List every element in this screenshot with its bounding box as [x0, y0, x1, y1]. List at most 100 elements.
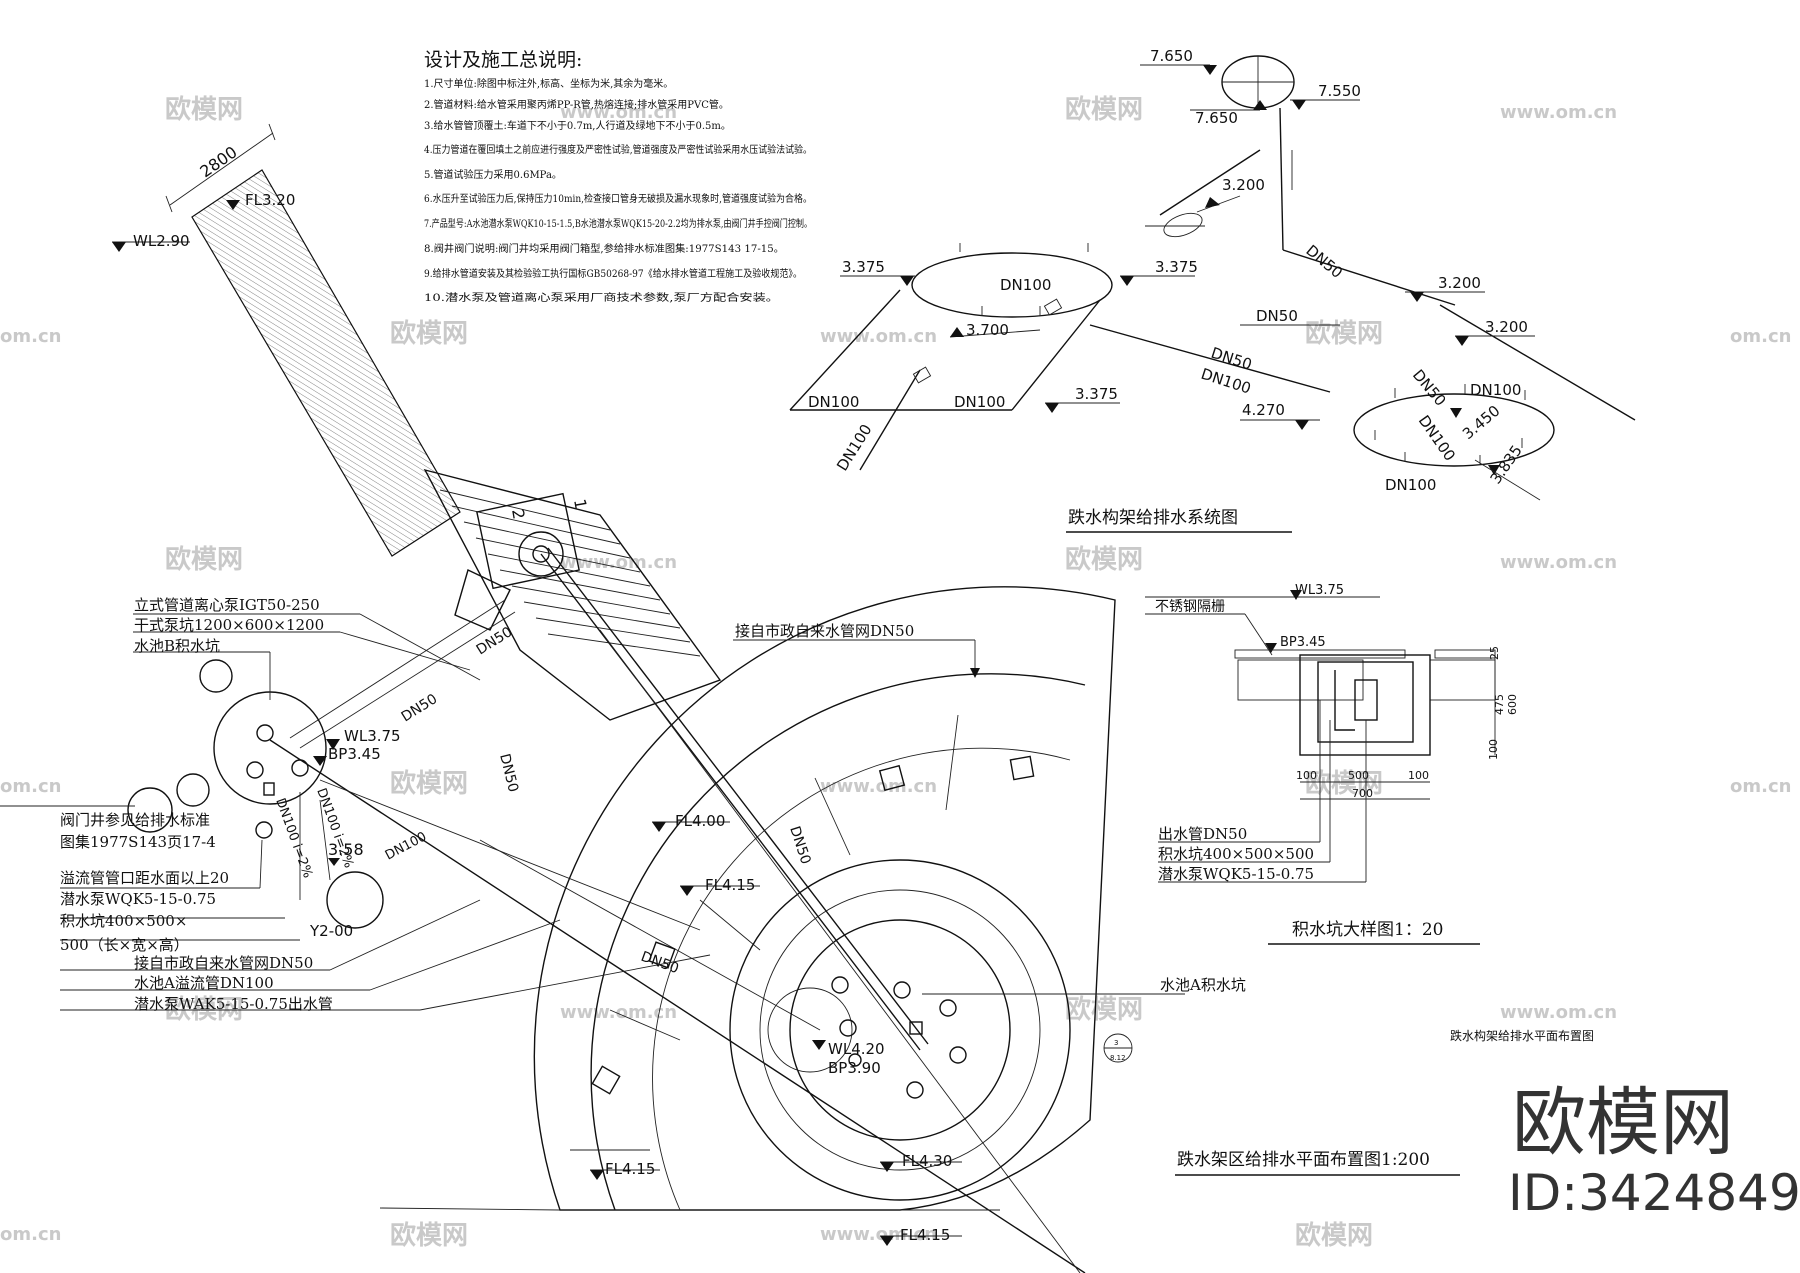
asset-id: ID:3424849 [1508, 1164, 1800, 1222]
dim-100: 100 [1296, 769, 1317, 782]
level-bp345: BP3.45 [328, 745, 381, 763]
pipe-dn50: DN50 [1302, 241, 1346, 282]
elev-7650: 7.650 [1150, 47, 1193, 65]
elev-3700: 3.700 [966, 321, 1009, 339]
watermark-text: 欧模网 [165, 94, 243, 125]
box-label-2: 2 [508, 507, 528, 520]
hatched-channel [191, 169, 461, 557]
y200-label: Y2-00 [309, 922, 353, 940]
watermark-url: om.cn [0, 776, 61, 797]
watermark-text: 欧模网 [1305, 318, 1383, 349]
pipe-dn100: DN100 [1415, 412, 1459, 464]
pipe-dn100: DN100 [954, 393, 1005, 411]
watermark-text: 欧模网 [390, 318, 468, 349]
level-bp390: BP3.90 [828, 1059, 881, 1077]
plan-caption: 跌水构架给排水平面布置图 [1450, 1028, 1594, 1043]
watermark-text: 欧模网 [1065, 544, 1143, 575]
watermark-url: om.cn [0, 326, 61, 347]
dim-475: 475 [1493, 694, 1506, 715]
system-title: 跌水构架给排水系统图 [1068, 508, 1238, 528]
section-number: 3 [1114, 1039, 1118, 1047]
level-wl375: WL3.75 [344, 727, 401, 745]
watermark-text: 欧模网 [165, 994, 243, 1025]
level-fl320: FL3.20 [245, 191, 295, 209]
watermark-url: www.om.cn [1500, 1002, 1617, 1023]
level-wl290: WL2.90 [133, 232, 190, 250]
dimension-line [169, 132, 274, 206]
dimension-2800: 2800 [196, 142, 240, 181]
watermark-text: 欧模网 [1065, 994, 1143, 1025]
pipe-label-dn100: DN100 i=2% [272, 796, 315, 880]
watermark-text: 欧模网 [390, 1220, 468, 1251]
pipe-label-dn100: DN100 [383, 829, 429, 863]
notes-title: 设计及施工总说明: [424, 49, 582, 71]
pool-a-outer [729, 859, 1071, 1201]
level-fl415: FL4.15 [605, 1160, 655, 1178]
watermark-layer: 欧模网 www.om.cn 欧模网 www.om.cn om.cn 欧模网 ww… [0, 94, 1791, 1251]
pipe-label-dn50: DN50 [496, 752, 521, 794]
pipe-dn100: DN100 [808, 393, 859, 411]
dim-100: 100 [1487, 739, 1500, 760]
watermark-url: om.cn [1730, 326, 1791, 347]
pump-circle [518, 531, 564, 577]
supply-pipe [540, 553, 921, 1051]
dim-600: 600 [1506, 694, 1519, 715]
level-fl415: FL4.15 [705, 876, 755, 894]
watermark-text: 欧模网 [1065, 94, 1143, 125]
watermark-url: www.om.cn [560, 552, 677, 573]
brand-logo-text: 欧模网 [1512, 1080, 1734, 1166]
dim-25: 25 [1488, 646, 1501, 660]
note-line: 3.给水管管顶覆土:车道下不小于0.7m,人行道及绿地下不小于0.5m。 [424, 119, 731, 132]
elev-7550: 7.550 [1318, 82, 1361, 100]
watermark-url: www.om.cn [820, 776, 937, 797]
pipe-dn100: DN100 [1385, 476, 1436, 494]
watermark-url: www.om.cn [560, 102, 677, 123]
elev-3375: 3.375 [1075, 385, 1118, 403]
sump-pit [1299, 654, 1431, 756]
plan-title: 跌水架区给排水平面布置图1:200 [1177, 1150, 1430, 1170]
detail-callout-pump: 潜水泵WQK5-15-0.75 [1158, 865, 1314, 883]
note-line: 8.阀井阀门说明:阀门井均采用阀门箱型,参给排水标准图集:1977S143 17… [424, 242, 784, 255]
pipe-label-dn50: DN50 [639, 949, 681, 977]
callout-standard-atlas: 图集1977S143页17-4 [60, 833, 216, 851]
dim-700: 700 [1352, 787, 1373, 800]
note-line: 6.水压升至试验压力后,保持压力10min,检查接口管身无破损及漏水现象时,管道… [424, 192, 812, 205]
note-line: 5.管道试验压力采用0.6MPa。 [424, 168, 562, 181]
watermark-text: 欧模网 [165, 544, 243, 575]
callout-dry-pump-pit: 干式泵坑1200×600×1200 [134, 616, 324, 634]
watermark-url: om.cn [0, 1224, 61, 1245]
callout-overflow: 溢流管管口距水面以上20 [60, 869, 229, 887]
level-fl415: FL4.15 [900, 1226, 950, 1244]
elev-3200: 3.200 [1438, 274, 1481, 292]
elev-7650: 7.650 [1195, 109, 1238, 127]
pump-symbol [199, 659, 233, 693]
sump-detail: WL3.75 不锈钢隔栅 BP3.45 25 475 600 100 100 5… [1145, 583, 1519, 945]
detail-grate: 不锈钢隔栅 [1155, 599, 1225, 615]
callout-municipal-supply: 接自市政自来水管网DN50 [735, 622, 914, 640]
pipe-label-dn50: DN50 [786, 824, 813, 866]
detail-callout-sump: 积水坑400×500×500 [1158, 845, 1314, 863]
elev-3200: 3.200 [1485, 318, 1528, 336]
level-fl400: FL4.00 [675, 812, 725, 830]
elev-3375: 3.375 [842, 258, 885, 276]
elev-3450: 3.450 [1459, 402, 1503, 443]
watermark-text: 欧模网 [1295, 1220, 1373, 1251]
note-line: 4.压力管道在覆回填土之前应进行强度及严密性试验,管道强度及严密性试验采用水压试… [424, 143, 812, 156]
elev-3835: 3.835 [1487, 442, 1526, 488]
valve-well-circle [127, 787, 173, 833]
callout-sump-size-2: 500（长×宽×高） [60, 936, 189, 954]
pipe-dn50: DN50 [1409, 366, 1450, 410]
note-line: 2.管道材料:给水管采用聚丙烯PP-R管,热熔连接;排水管采用PVC管。 [424, 98, 729, 111]
watermark-text: 欧模网 [1305, 768, 1383, 799]
note-line: 1.尺寸单位:除图中标注外,标高、坐标为米,其余为毫米。 [424, 77, 673, 90]
pipe-label-dn50: DN50 [474, 624, 516, 658]
note-line: 7.产品型号:A水池潜水泵WQK10-15-1.5,B水池潜水泵WQK15-20… [424, 217, 812, 230]
valve-box [454, 569, 511, 631]
level-358: 3.58 [328, 840, 364, 859]
watermark-url: www.om.cn [820, 1224, 937, 1245]
pool-b-iso [1353, 393, 1555, 467]
watermark-url: www.om.cn [1500, 102, 1617, 123]
watermark-url: www.om.cn [820, 326, 937, 347]
watermark-text: 欧模网 [390, 768, 468, 799]
